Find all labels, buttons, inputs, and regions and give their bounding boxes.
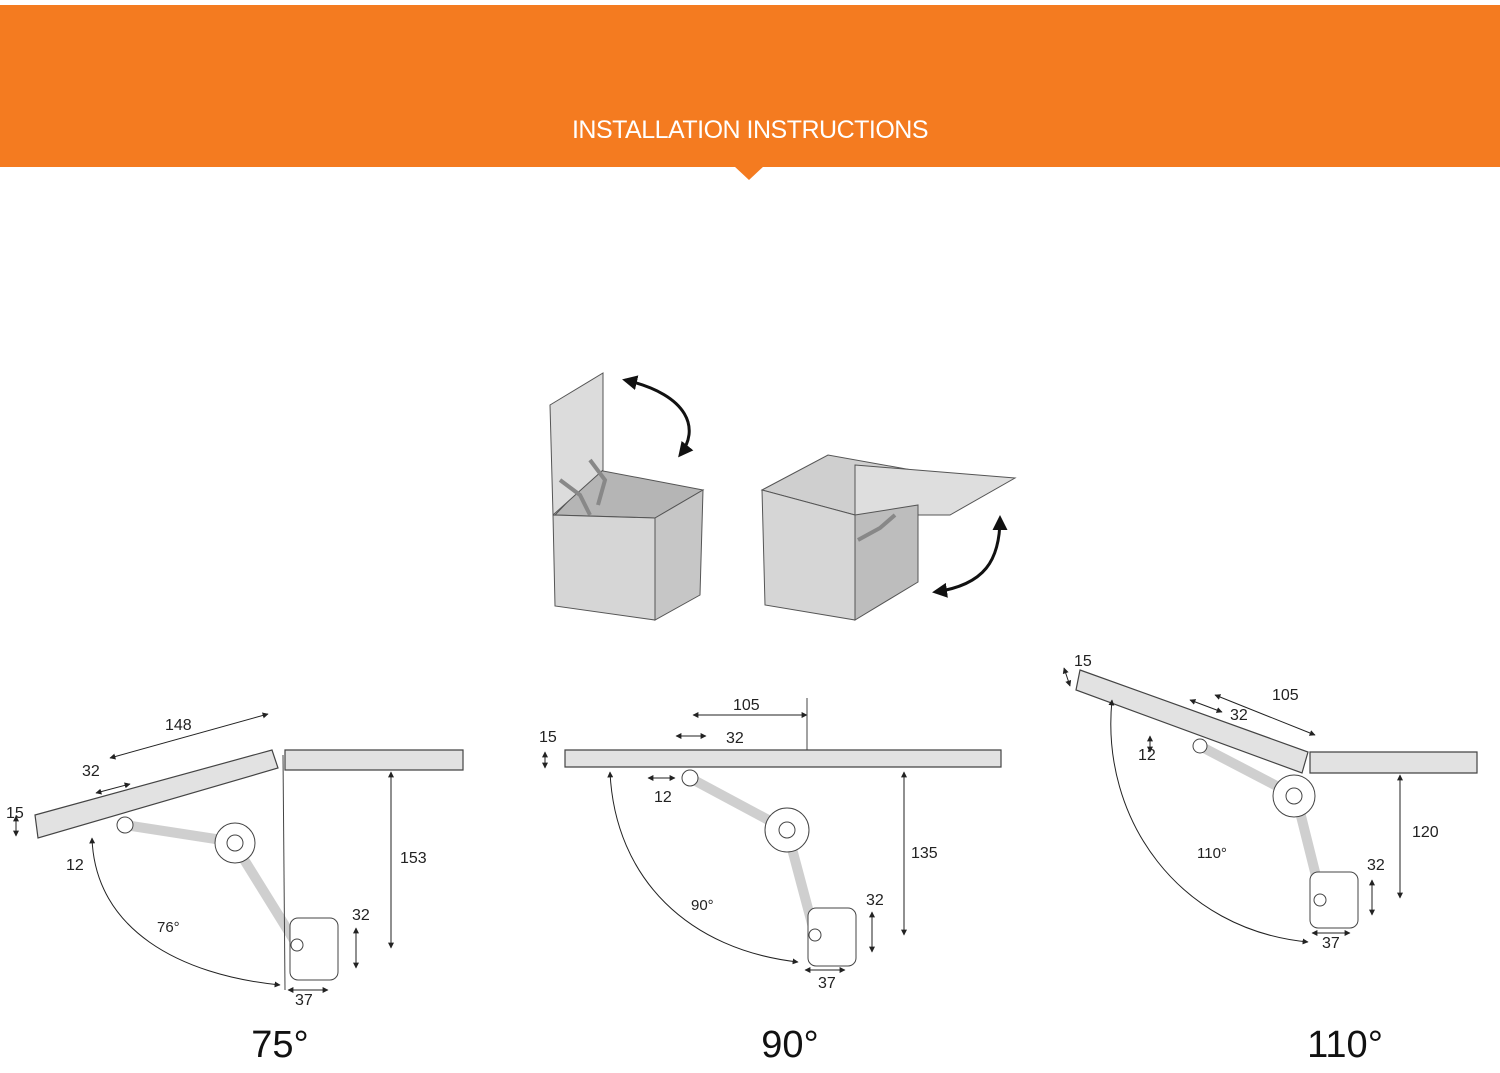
dim-height: 120 <box>1412 824 1439 841</box>
dim-base-width: 37 <box>818 975 836 992</box>
dim-offset: 32 <box>82 763 100 780</box>
lid-board <box>564 749 1002 768</box>
caption-75: 75° <box>251 1024 309 1066</box>
dim-base-width: 37 <box>295 992 313 1009</box>
dim-base-width: 37 <box>1322 935 1340 952</box>
dim-height: 153 <box>400 850 427 867</box>
dim-base-height: 32 <box>1367 857 1385 874</box>
dim-height: 135 <box>911 845 938 862</box>
dim-arm-gap: 12 <box>1138 747 1156 764</box>
page-title: INSTALLATION INSTRUCTIONS <box>571 116 929 144</box>
cabinet-illustration-horizontal <box>760 454 1017 621</box>
cabinet-top-board <box>1309 751 1478 774</box>
dim-lid-length: 105 <box>1272 687 1299 704</box>
caption-90: 90° <box>761 1024 819 1066</box>
lid-board <box>34 749 279 839</box>
caption-110: 110° <box>1307 1024 1383 1066</box>
dim-base-height: 32 <box>352 907 370 924</box>
dim-offset: 32 <box>1230 707 1248 724</box>
cabinet-top-board <box>284 749 464 771</box>
hinge-diagram-90: 105 32 15 12 135 32 37 90° <box>539 697 1002 992</box>
hinge-diagram-75: 148 32 15 12 153 32 37 76° <box>6 712 464 1009</box>
opening-angle-label: 110° <box>1197 845 1227 862</box>
hinge-diagram-110: 105 32 15 12 120 32 37 110° <box>1062 653 1478 952</box>
dim-thickness: 15 <box>1074 653 1092 670</box>
dim-base-height: 32 <box>866 892 884 909</box>
dim-offset: 32 <box>726 730 744 747</box>
opening-angle-label: 76° <box>157 919 180 936</box>
header-banner <box>0 5 1500 167</box>
banner-notch <box>734 166 764 180</box>
opening-angle-label: 90° <box>691 897 714 914</box>
dim-thickness: 15 <box>539 729 557 746</box>
dim-lid-length: 105 <box>733 697 760 714</box>
dim-thickness: 15 <box>6 805 24 822</box>
dim-arm-gap: 12 <box>66 857 84 874</box>
dim-arm-gap: 12 <box>654 789 672 806</box>
cabinet-illustration-vertical <box>549 372 705 621</box>
dim-lid-length: 148 <box>165 717 192 734</box>
